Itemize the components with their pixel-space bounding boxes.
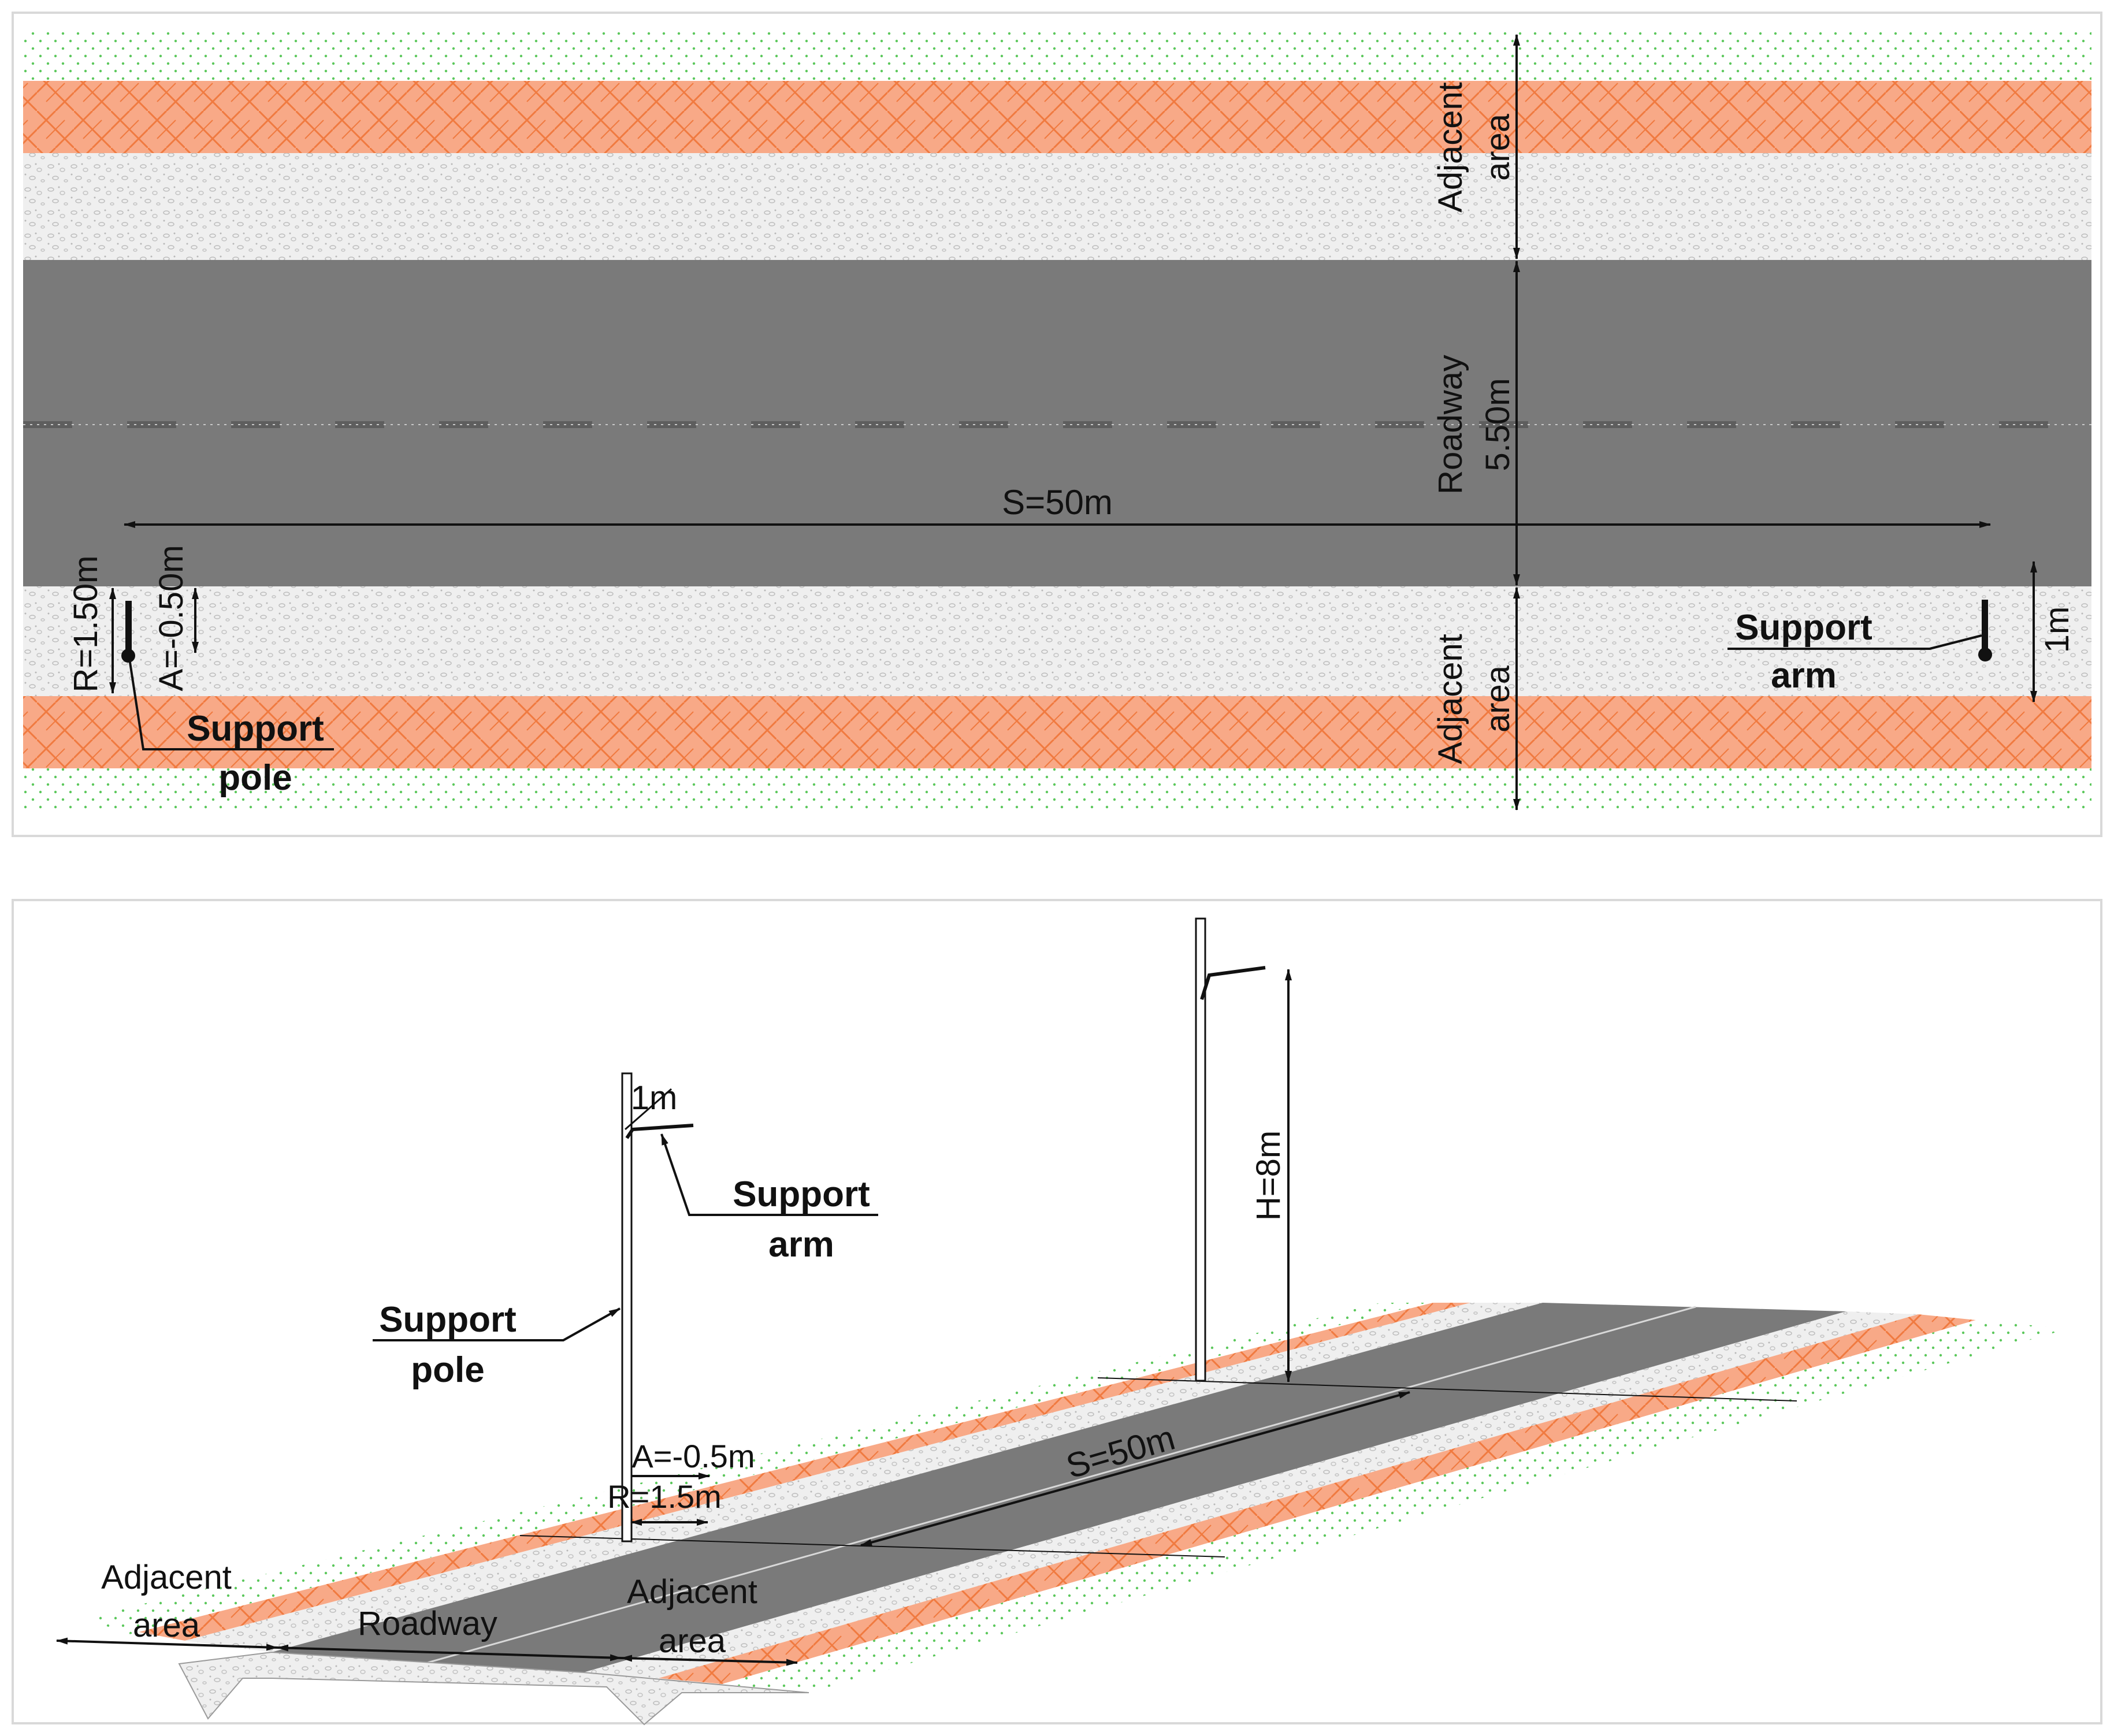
label-roadway-width: 5.50m [1479, 378, 1517, 471]
grass-strip-top [23, 32, 2091, 81]
persp-label-arm-length: 1m [631, 1079, 678, 1117]
persp-dim-spacing [860, 1391, 1410, 1547]
label-support-arm-2: arm [1771, 656, 1837, 696]
persp-dim-arm [625, 1088, 672, 1131]
persp-grass-far [87, 1303, 1427, 1635]
label-adjacent-top-1: Adjacent [1432, 82, 1469, 213]
label-support-arm-1: Support [1735, 608, 1872, 648]
persp-label-support-pole-1: Support [379, 1300, 517, 1340]
label-setback-A: A=-0.50m [153, 545, 190, 691]
persp-pole-near [621, 1072, 633, 1542]
gravel-shoulder-top [23, 153, 2091, 260]
persp-label-support-arm-1: Support [733, 1174, 870, 1214]
persp-label-support-pole-2: pole [411, 1350, 484, 1390]
label-support-pole-2: pole [218, 758, 292, 798]
persp-ref-line-far [1097, 1377, 1797, 1402]
persp-label-adjacent-left-2: area [133, 1607, 200, 1644]
grass-strip-bottom [23, 768, 2091, 812]
persp-arm-far [1200, 966, 1266, 1000]
persp-label-roadway: Roadway [358, 1605, 497, 1642]
persp-arm-near [625, 1124, 694, 1139]
label-adjacent-top-2: area [1479, 113, 1517, 181]
persp-dim-roadway [277, 1644, 622, 1661]
plan-view: Adjacent area Roadway 5.50m Adjacent are… [12, 12, 2102, 837]
persp-label-adjacent-right-1: Adjacent [627, 1573, 757, 1611]
plan-pole-arm-left [125, 601, 132, 656]
label-adjacent-bottom-1: Adjacent [1432, 634, 1469, 764]
persp-label-setback-A: A=-0.5m [631, 1438, 755, 1474]
persp-leader-support-pole [373, 1307, 621, 1341]
brick-sidewalk-bottom [23, 696, 2091, 768]
leader-support-pole [128, 658, 334, 750]
persp-ref-line-near [519, 1535, 1225, 1557]
gravel-shoulder-bottom [23, 586, 2091, 696]
label-spacing: S=50m [1002, 483, 1113, 522]
persp-label-height: H=8m [1250, 1131, 1287, 1221]
label-support-pole-1: Support [187, 709, 324, 749]
label-roadway: Roadway [1432, 355, 1469, 495]
persp-label-support-arm-2: arm [768, 1225, 834, 1265]
plan-pole-right [1978, 648, 1992, 661]
label-arm-length: 1m [2038, 607, 2076, 653]
plan-pole-arm-right [1982, 600, 1988, 655]
persp-dim-adjacent-right [621, 1655, 798, 1666]
plan-pole-left [121, 649, 135, 663]
perspective-view: 1m Support arm Support pole H=8m A=-0.5m… [12, 899, 2102, 1726]
persp-label-overhang-R: R=1.5m [607, 1478, 722, 1515]
persp-label-adjacent-left-1: Adjacent [101, 1559, 232, 1596]
label-adjacent-bottom-2: area [1479, 665, 1517, 733]
roadway-surface [23, 260, 2091, 586]
leader-support-arm [1727, 634, 1982, 650]
persp-dim-adjacent-left [56, 1637, 278, 1651]
persp-pole-far [1195, 917, 1206, 1382]
persp-label-adjacent-right-2: area [659, 1622, 726, 1660]
persp-brick-far [139, 1303, 1470, 1641]
brick-sidewalk-top [23, 81, 2091, 153]
persp-leader-support-arm [660, 1133, 878, 1216]
label-overhang-R: R=1.50m [67, 556, 105, 693]
persp-section [178, 1651, 809, 1726]
